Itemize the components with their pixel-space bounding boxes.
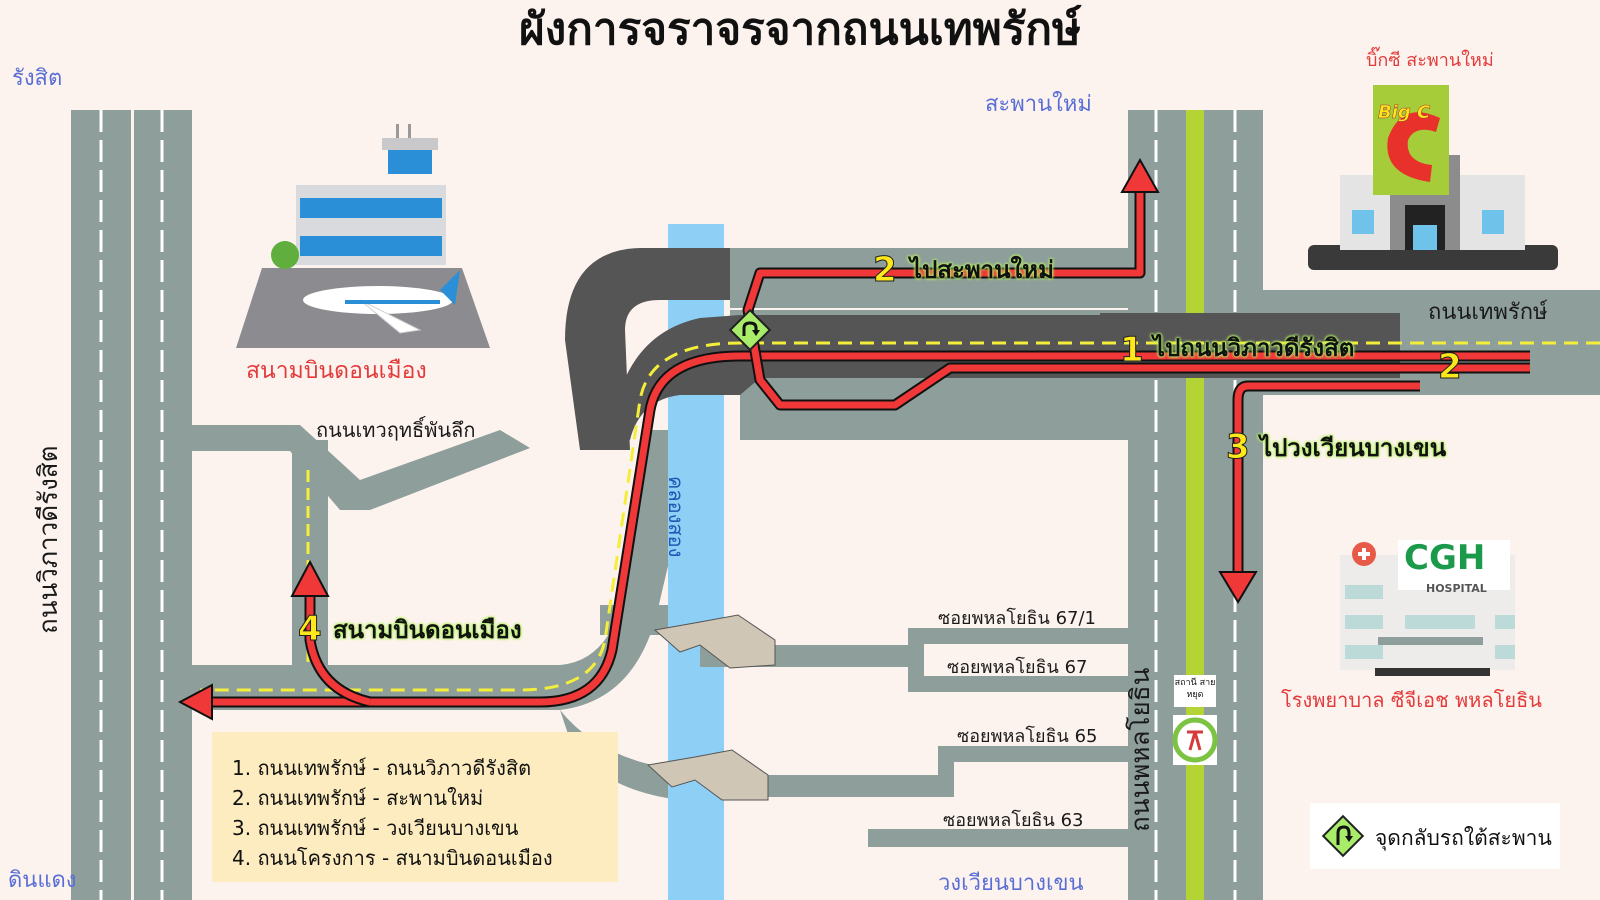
route-legend: 1. ถนนเทพรักษ์ - ถนนวิภาวดีรังสิต 2. ถนน… <box>212 732 618 882</box>
uturn-legend: จุดกลับรถใต้สะพาน <box>1310 803 1560 869</box>
route-lines <box>210 190 1530 708</box>
bts-station-label: สถานี สายหยุด <box>1174 675 1216 707</box>
arrow-down-icon <box>1218 571 1258 604</box>
soi-label: ซอยพหลโยธิน 67/1 <box>938 608 1096 629</box>
route-number: 4 <box>298 609 323 649</box>
route-number: 2 <box>1438 347 1463 387</box>
road-thewarit: ถนนเทวฤทธิ์พันลึก <box>316 418 476 442</box>
place-din-daeng: ดินแดง <box>8 868 77 893</box>
soi-label: ซอยพหลโยธิน 67 <box>947 657 1088 678</box>
hospital-logo-sub: HOSPITAL <box>1426 582 1487 595</box>
route-number: 1 <box>1120 330 1145 370</box>
hospital-label: โรงพยาบาล ซีจีเอช พหลโยธิน <box>1281 688 1542 712</box>
legend-item: 2. ถนนเทพรักษ์ - สะพานใหม่ <box>232 786 484 810</box>
soi-roads <box>700 628 1130 847</box>
bts-station-icon <box>1172 715 1218 765</box>
uturn-sign-icon <box>728 308 772 352</box>
road-thepharak: ถนนเทพรักษ์ <box>1428 300 1548 325</box>
center-line <box>200 341 1600 692</box>
canal-label: คลองสอง <box>664 476 688 558</box>
hospital-illustration <box>1340 540 1515 676</box>
road-vibhavadi: ถนนวิภาวดีรังสิต <box>34 445 64 634</box>
bigc-logo: Big C <box>1378 102 1431 123</box>
place-saphan-mai: สะพานใหม่ <box>985 92 1092 117</box>
soi-label: ซอยพหลโยธิน 63 <box>943 810 1084 831</box>
legend-item: 1. ถนนเทพรักษ์ - ถนนวิภาวดีรังสิต <box>232 756 532 780</box>
arrow-left-icon <box>177 683 213 721</box>
place-bang-khen-circle: วงเวียนบางเขน <box>938 871 1084 896</box>
route-label: ไปวงเวียนบางเขน <box>1260 434 1447 462</box>
place-rangsit: รังสิต <box>12 66 63 91</box>
route-number: 2 <box>873 250 898 290</box>
legend-item: 4. ถนนโครงการ - สนามบินดอนเมือง <box>232 846 553 870</box>
airport-illustration <box>236 124 490 348</box>
road-phahonyothin: ถนนพหลโยธิน <box>1126 667 1156 832</box>
bigc-illustration <box>1308 85 1558 270</box>
arrow-up-icon <box>1120 157 1160 193</box>
legend-item: 3. ถนนเทพรักษ์ - วงเวียนบางเขน <box>232 816 519 840</box>
hospital-logo: CGH <box>1404 538 1486 578</box>
vibhavadi-road <box>71 110 192 900</box>
bridge-icon <box>653 614 776 669</box>
route-label: ไปถนนวิภาวดีรังสิต <box>1153 334 1355 362</box>
arrow-up-icon <box>290 559 330 597</box>
airport-label: สนามบินดอนเมือง <box>246 358 427 384</box>
bridge-icon <box>646 749 769 801</box>
route-label: ไปสะพานใหม่ <box>910 256 1054 284</box>
page-title: ผังการจราจรจากถนนเทพรักษ์ <box>518 4 1082 55</box>
uturn-sign-icon <box>1321 814 1365 858</box>
uturn-legend-label: จุดกลับรถใต้สะพาน <box>1375 826 1552 850</box>
route-label: สนามบินดอนเมือง <box>333 616 522 644</box>
soi-label: ซอยพหลโยธิน 65 <box>957 726 1098 747</box>
bigc-label: บิ๊กซี สะพานใหม่ <box>1366 50 1494 71</box>
route-number: 3 <box>1226 427 1251 467</box>
